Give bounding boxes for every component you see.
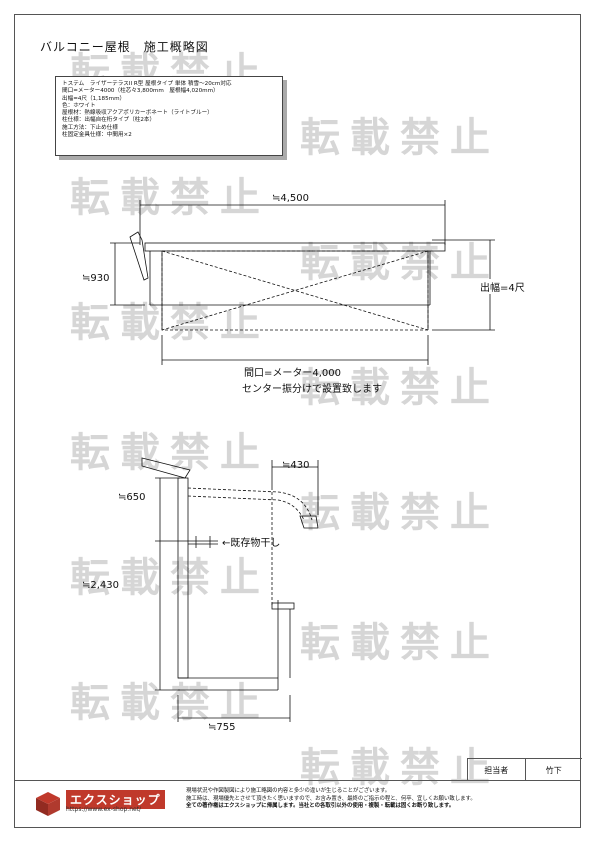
- sign-box: 担当者 竹下: [467, 758, 582, 781]
- spec-line: 色：ホワイト: [62, 102, 96, 109]
- dim-side-2430: ≒2,430: [82, 580, 120, 591]
- spec-box: トステム ライザーテラスII R型 屋根タイプ 単体 積雪～20cm対応 間口=…: [55, 76, 283, 156]
- watermark: 転載禁止: [300, 365, 500, 411]
- dim-side-430: ≒430: [282, 460, 310, 471]
- watermark: 転載禁止: [300, 490, 500, 536]
- front-roof-projection: [161, 250, 429, 331]
- note-line: 現場状況や作図製図により施工略図の内容と多少の違いが生じることがございます。: [186, 788, 391, 794]
- crank-handle: [129, 231, 149, 281]
- watermark: 転載禁止: [70, 300, 270, 346]
- watermark: 転載禁止: [300, 620, 500, 666]
- watermark: 転載禁止: [300, 240, 500, 286]
- dim-side-755: ≒755: [208, 722, 236, 733]
- watermark: 転載禁止: [70, 175, 270, 221]
- dim-depth: 出幅=4尺: [480, 279, 525, 294]
- dim-frontage: 間口=メーター4,000: [244, 368, 342, 379]
- spec-line: 施工方法：下止め仕様: [62, 124, 118, 131]
- footer-divider: [14, 780, 581, 781]
- gutter: [299, 515, 319, 529]
- note-line: 施工時は、現場優先とさせて頂きたく思いますので、お含み置き、最終のご指示の程と、…: [186, 795, 476, 802]
- front-roof-edge: [144, 242, 446, 252]
- post-base: [271, 602, 295, 610]
- spec-line: 屋根材：熱線吸収アクアポリカーボネート（ライトブルー）: [62, 110, 213, 117]
- wall: [177, 477, 189, 679]
- dim-side-650: ≒650: [118, 492, 146, 503]
- house-eave: [141, 457, 191, 479]
- install-note: センター振分けで設置致します: [242, 384, 382, 395]
- watermark: 転載禁止: [300, 115, 500, 161]
- watermark: 転載禁止: [300, 745, 500, 791]
- watermark: 転載禁止: [70, 430, 270, 476]
- spec-line: 柱固定金具仕様：中間用×2: [62, 132, 132, 139]
- note-line: 全ての著作権はエクスショップに帰属します。当社との各取引以外の使用・複製・転載は…: [186, 803, 455, 810]
- logo-url: https://www.ex-shop.net/: [66, 806, 142, 813]
- spec-line: 出幅=4尺（1,185mm）: [62, 95, 126, 102]
- spec-line: 間口=メーター4000（柱芯々3,800mm 屋根幅4,020mm）: [62, 88, 219, 95]
- watermark: 転載禁止: [70, 555, 270, 601]
- sign-label: 担当者: [468, 759, 526, 781]
- sign-name: 竹下: [545, 765, 562, 775]
- laundry-label: ←既存物干し: [222, 538, 281, 549]
- page-title: バルコニー屋根 施工概略図: [40, 40, 209, 54]
- footer-notes: 現場状況や作図製図により施工略図の内容と多少の違いが生じることがございます。 施…: [186, 788, 566, 811]
- spec-line: 柱仕様：出幅自在桁タイプ（柱2本）: [62, 117, 156, 124]
- logo: エクスショップ: [66, 790, 165, 809]
- side-roof-top: [187, 487, 313, 521]
- dim-height-930: ≒930: [82, 273, 110, 284]
- drawing-frame: [14, 14, 581, 828]
- dim-top-width: ≒4,500: [272, 193, 310, 204]
- logo-box-icon: [36, 792, 60, 816]
- spec-line: トステム ライザーテラスII R型 屋根タイプ 単体 積雪～20cm対応: [62, 81, 232, 87]
